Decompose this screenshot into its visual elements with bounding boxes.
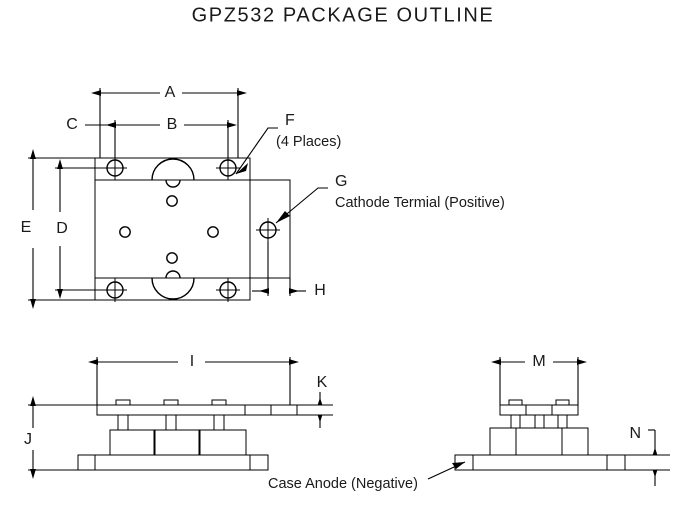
dimension-J: J <box>24 396 97 479</box>
side-view-pin-2 <box>534 414 545 429</box>
front-view-pin-1 <box>117 414 129 431</box>
front-view-block-3 <box>199 429 247 456</box>
dimension-label-C: C <box>66 116 78 133</box>
dimension-label-D: D <box>56 220 68 237</box>
dimension-N: N <box>625 425 670 486</box>
callout-label-F: F <box>285 112 295 129</box>
mounting-hole-top-right <box>216 156 240 180</box>
front-view-base-plate <box>77 454 269 471</box>
top-view-geometry <box>94 156 291 302</box>
dimension-label-I: I <box>190 353 194 370</box>
side-view-body-block <box>489 427 589 456</box>
dimension-label-E: E <box>21 219 32 236</box>
side-view-top-plate <box>499 404 579 416</box>
dimension-C: C <box>66 116 116 133</box>
dimension-E: E <box>21 149 95 309</box>
callout-note-case-anode: Case Anode (Negative) <box>268 476 418 492</box>
page-title: GPZ532 PACKAGE OUTLINE <box>192 4 495 26</box>
mounting-hole-bottom-left <box>103 278 127 302</box>
side-view-terminal-nub-1 <box>508 399 523 406</box>
dimension-I: I <box>88 353 299 405</box>
callout-F: F (4 Places) <box>235 112 341 175</box>
front-view-terminal-nub-1 <box>115 399 131 406</box>
top-view-pin-circle-left <box>119 226 131 238</box>
dimension-D: D <box>55 159 107 299</box>
callout-note-F-places: (4 Places) <box>276 134 341 150</box>
top-view-body-rect <box>94 179 291 279</box>
side-view-base-plate <box>454 454 626 471</box>
callout-note-cathode-terminal: Cathode Termial (Positive) <box>335 195 505 211</box>
mounting-hole-bottom-right <box>216 278 240 302</box>
dimension-M: M <box>491 353 587 405</box>
dimension-label-N: N <box>629 425 641 442</box>
callout-case-anode: Case Anode (Negative) <box>268 461 466 492</box>
front-view-pin-3 <box>213 414 225 431</box>
top-view-pin-circle-top <box>166 195 178 207</box>
callout-label-G: G <box>335 173 347 190</box>
front-view-pin-2 <box>165 414 177 431</box>
dimension-label-K: K <box>317 374 328 391</box>
side-view-pin-1 <box>510 414 521 429</box>
dimension-label-H: H <box>314 282 326 299</box>
top-view-pin-circle-right <box>207 226 219 238</box>
dimension-label-B: B <box>167 116 178 133</box>
dimension-H: H <box>252 242 326 299</box>
dimension-label-J: J <box>24 431 32 448</box>
top-view-pin-circle-bottom <box>166 252 178 264</box>
dimension-B: B <box>106 116 237 158</box>
front-view-top-plate <box>96 404 298 416</box>
front-view-block-2 <box>154 429 200 456</box>
callout-G: G Cathode Termial (Positive) <box>275 173 505 224</box>
top-view-dome-tab-lower <box>165 270 181 279</box>
side-view-pin-3 <box>557 414 568 429</box>
front-view-block-1 <box>109 429 155 456</box>
side-view-geometry <box>454 399 626 471</box>
top-view-dome-arc-upper <box>151 158 195 181</box>
dimension-label-M: M <box>532 353 545 370</box>
top-view-dome-arc-lower <box>151 277 195 300</box>
top-view-dome-tab-upper <box>165 179 181 188</box>
dimension-A: A <box>91 84 247 158</box>
side-view-terminal-nub-2 <box>555 399 570 406</box>
front-view-geometry <box>77 399 298 471</box>
dimension-label-A: A <box>165 84 176 101</box>
cathode-terminal-hole <box>256 218 280 242</box>
front-view-terminal-nub-3 <box>211 399 227 406</box>
dimension-K: K <box>297 374 333 428</box>
front-view-terminal-nub-2 <box>163 399 179 406</box>
